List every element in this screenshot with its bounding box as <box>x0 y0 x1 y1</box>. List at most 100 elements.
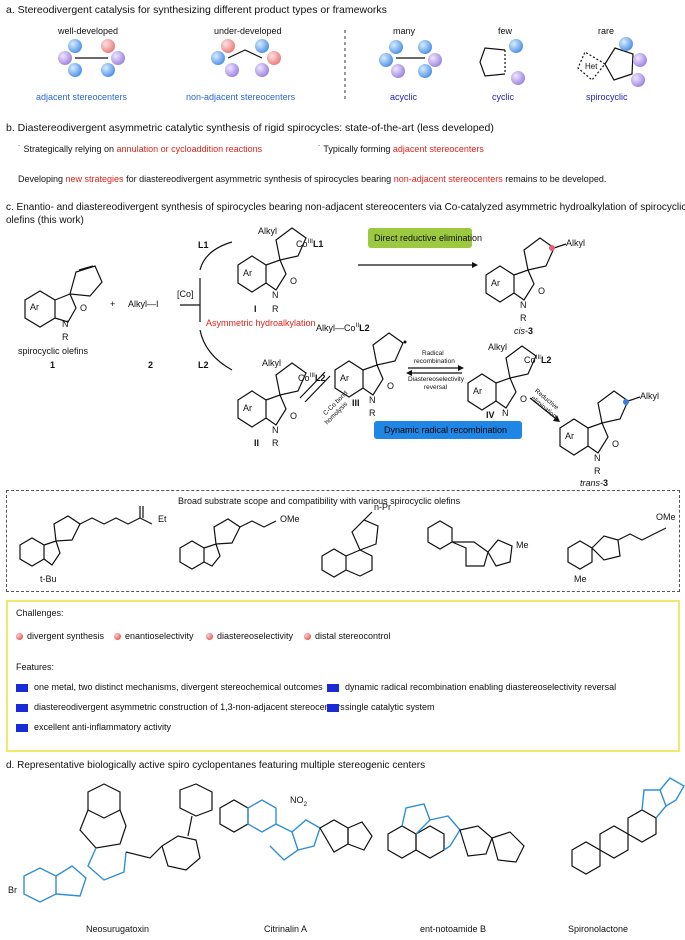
trans-r: R <box>594 466 601 476</box>
int-I-ar: Ar <box>243 268 252 278</box>
int-II-ar: Ar <box>243 403 252 413</box>
section-c-title-1: c. Enantio- and diastereodivergent synth… <box>6 202 685 213</box>
intermediate-IV-structure <box>467 345 537 411</box>
non-adjacent-stereocenters-icon <box>211 39 281 77</box>
int-I-r: R <box>272 304 279 314</box>
challenge-item-1: divergent synthesis <box>27 631 105 641</box>
dynamic-radical-recombination-label: Dynamic radical recombination <box>384 425 508 435</box>
challenge-item-2: enantioselectivity <box>125 631 194 641</box>
ent-notoamide-b-structure <box>387 803 525 863</box>
label-well-developed: well-developed <box>58 26 119 36</box>
strategy-line: Developing new strategies for diastereod… <box>18 174 607 184</box>
int-III-label: III <box>352 398 360 408</box>
int-II-o: O <box>290 411 298 421</box>
bullet1-text: ˙ Strategically relying on <box>18 144 117 154</box>
challenge-bullet-icon-1 <box>16 633 23 640</box>
trans-n: N <box>594 453 601 463</box>
direct-reductive-elimination-label: Direct reductive elimination <box>374 233 483 243</box>
cis-3-structure <box>485 237 567 303</box>
label-cyclic: cyclic <box>492 92 514 102</box>
scope-et: Et <box>158 514 167 524</box>
feature-square-icon-5 <box>16 724 28 732</box>
scope-npr: n-Pr <box>374 502 392 512</box>
int-I-n: N <box>272 290 279 300</box>
n-label-1: N <box>62 319 69 329</box>
features-title: Features: <box>16 662 55 672</box>
bullet2-red: adjacent stereocenters <box>392 144 484 154</box>
label-spirocyclic: spirocyclic <box>586 92 628 102</box>
label-few: few <box>498 26 513 36</box>
neosurugatoxin-structure <box>23 783 213 903</box>
int-IV-label: IV <box>486 410 495 420</box>
adjacent-stereocenters-icon <box>58 39 125 77</box>
challenge-bullet-icon-2 <box>114 633 121 640</box>
trans-3-label: trans-3 <box>580 478 609 488</box>
label-acyclic: acyclic <box>390 92 418 102</box>
ligand-l1: L1 <box>198 240 209 250</box>
int-IV-ar: Ar <box>473 386 482 396</box>
int-III-n: N <box>369 395 376 405</box>
scope-ome-1: OMe <box>280 514 300 524</box>
bromine-label: Br <box>8 885 17 895</box>
scope-structure-3 <box>321 511 379 578</box>
radical-label: Radical <box>422 350 444 357</box>
compound-2-label: 2 <box>148 360 154 370</box>
challenge-item-4: distal stereocontrol <box>315 631 391 641</box>
cyclic-icon <box>479 39 525 85</box>
cis-r: R <box>520 313 527 323</box>
int-IV-o: O <box>520 394 528 404</box>
int-III-r: R <box>369 408 376 418</box>
scope-me-1: Me <box>516 540 529 550</box>
scope-structure-4 <box>427 520 513 567</box>
int-IV-cobalt: CoIIIL2 <box>524 354 552 365</box>
name-citrinalin-a: Citrinalin A <box>264 924 308 934</box>
trans-o: O <box>612 439 620 449</box>
spirocyclic-icon <box>577 37 647 87</box>
het-label: Het <box>585 62 598 71</box>
label-rare: rare <box>598 26 615 36</box>
ligand-l2: L2 <box>198 360 209 370</box>
section-d-title: d. Representative biologically active sp… <box>6 760 426 771</box>
label-adjacent-stereocenters: adjacent stereocenters <box>36 92 128 102</box>
co-catalyst: [Co] <box>177 289 194 299</box>
scope-structure-1 <box>19 506 153 567</box>
name-spironolactone: Spironolactone <box>568 924 629 934</box>
int-IV-alkyl: Alkyl <box>488 342 508 352</box>
feature-item-2: dynamic radical recombination enabling d… <box>345 682 617 692</box>
ar-label-1: Ar <box>30 302 39 312</box>
scope-structures <box>19 506 667 578</box>
feature-item-5: excellent anti-inflammatory activity <box>34 722 172 732</box>
trans-alkyl: Alkyl <box>640 391 660 401</box>
diastereoselectivity-label: Diastereoselectivity <box>408 376 464 383</box>
cis-alkyl: Alkyl <box>566 238 586 248</box>
acyclic-icon <box>379 40 442 78</box>
scope-tbu: t-Bu <box>40 574 57 584</box>
section-a-diagrams <box>58 30 647 100</box>
reversal-label: reversal <box>424 384 448 391</box>
olefin-label: spirocyclic olefins <box>18 346 89 356</box>
int-II-alkyl: Alkyl <box>262 358 282 368</box>
spironolactone-structure <box>571 777 685 875</box>
scope-structure-2 <box>179 518 277 570</box>
challenge-item-3: diastereoselectivity <box>217 631 294 641</box>
challenge-bullet-icon-3 <box>206 633 213 640</box>
r-label-1: R <box>62 332 69 342</box>
int-I-label: I <box>254 304 257 314</box>
challenge-bullet-icon-4 <box>304 633 311 640</box>
bullet2-text: ˙ Typically forming <box>318 144 393 154</box>
name-ent-notoamide-b: ent-notoamide B <box>420 924 487 934</box>
section-b-title: b. Diastereodivergent asymmetric catalyt… <box>6 122 494 134</box>
int-III-ar: Ar <box>340 373 349 383</box>
feature-square-icon-3 <box>16 704 28 712</box>
feature-square-icon-2 <box>327 684 339 692</box>
scope-ome-2: OMe <box>656 512 676 522</box>
int-I-o: O <box>290 276 298 286</box>
bullet-annulation: ˙ Strategically relying on annulation or… <box>18 144 262 154</box>
spirocyclic-olefin-structure <box>24 265 103 328</box>
o-label-1: O <box>80 303 88 313</box>
intermediate-I-structure <box>237 227 307 293</box>
scope-title: Broad substrate scope and compatibility … <box>178 496 461 506</box>
bullet-adjacent: ˙ Typically forming adjacent stereocente… <box>318 144 484 154</box>
feature-square-icon-1 <box>16 684 28 692</box>
